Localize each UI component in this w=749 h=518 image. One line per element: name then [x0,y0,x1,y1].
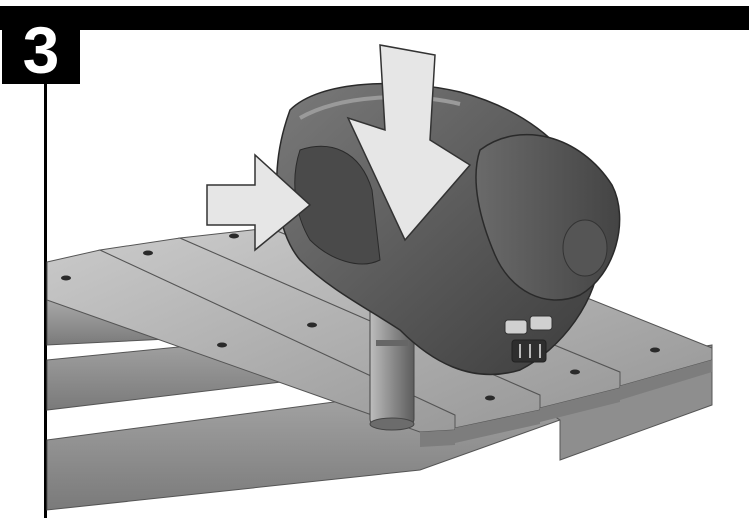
power-tool [276,82,621,431]
press-down-arrow [346,44,472,242]
push-forward-arrow [206,153,312,252]
step-number-badge: 3 [2,16,80,84]
frame-left-rule [44,6,47,518]
frame-top-bar [0,6,749,30]
fastener-holes [61,233,660,401]
